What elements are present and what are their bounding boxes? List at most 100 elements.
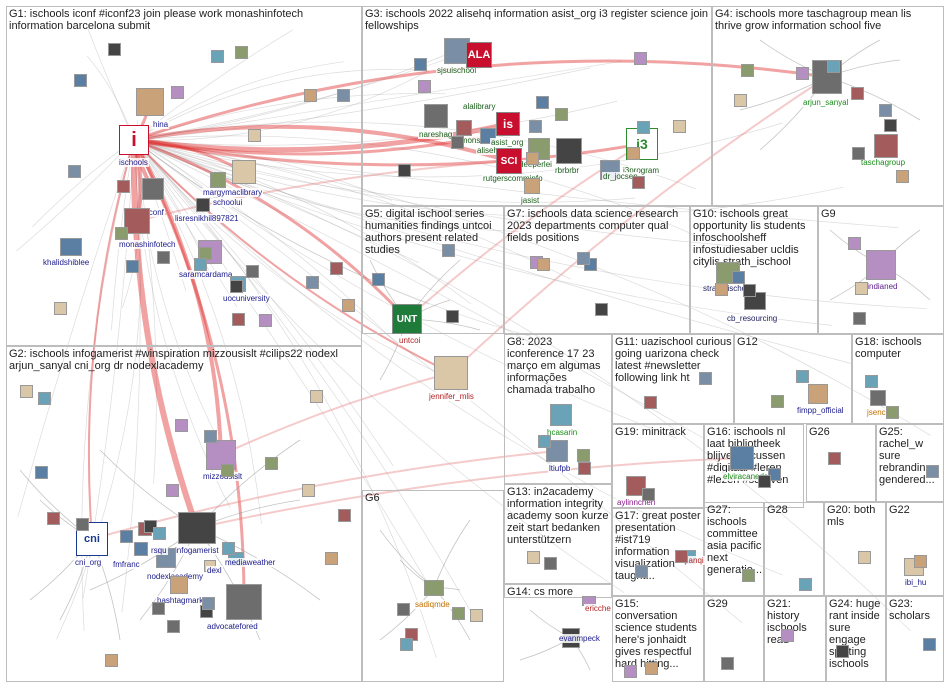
node-thumbnail[interactable] [397, 603, 411, 617]
node-thumbnail[interactable] [535, 95, 549, 109]
node-thumbnail[interactable] [76, 517, 90, 531]
node-thumbnail[interactable] [203, 429, 217, 443]
node-thumbnail[interactable] [627, 146, 641, 160]
node-thumbnail[interactable] [884, 119, 898, 133]
node-logo-alalibrary[interactable]: ALA [466, 42, 492, 68]
node-thumbnail[interactable] [624, 664, 638, 678]
node-thumbnail[interactable] [896, 170, 910, 184]
node-thumbnail[interactable] [577, 251, 591, 265]
node-thumbnail[interactable] [120, 530, 134, 544]
node-avatar-sadiqmde[interactable] [424, 580, 444, 596]
node-thumbnail[interactable] [258, 314, 272, 328]
node-thumbnail[interactable] [248, 129, 262, 143]
node-thumbnail[interactable] [19, 385, 33, 399]
node-thumbnail[interactable] [577, 448, 591, 462]
node-thumbnail[interactable] [699, 371, 713, 385]
node-thumbnail[interactable] [337, 88, 351, 102]
node-thumbnail[interactable] [445, 310, 459, 324]
node-thumbnail[interactable] [222, 541, 236, 555]
node-thumbnail[interactable] [644, 395, 658, 409]
node-thumbnail[interactable] [672, 119, 686, 133]
node-avatar-monashinfotech[interactable] [124, 208, 150, 234]
node-thumbnail[interactable] [265, 456, 279, 470]
node-thumbnail[interactable] [851, 146, 865, 160]
node-thumbnail[interactable] [850, 87, 864, 101]
node-thumbnail[interactable] [847, 236, 861, 250]
node-thumbnail[interactable] [202, 597, 216, 611]
node-thumbnail[interactable] [642, 488, 656, 502]
node-thumbnail[interactable] [799, 577, 813, 591]
node-thumbnail[interactable] [37, 392, 51, 406]
node-thumbnail[interactable] [245, 265, 259, 279]
node-thumbnail[interactable] [742, 284, 756, 298]
node-thumbnail[interactable] [166, 483, 180, 497]
node-logo-rutgerscomminfo[interactable]: SCI [496, 148, 522, 174]
node-logo-asist-org[interactable]: is [496, 112, 520, 136]
node-thumbnail[interactable] [153, 527, 167, 541]
node-thumbnail[interactable] [302, 483, 316, 497]
node-thumbnail[interactable] [170, 86, 184, 100]
node-avatar-fmfranc[interactable] [134, 542, 148, 556]
node-thumbnail[interactable] [632, 175, 646, 189]
node-logo-ischools[interactable]: i [119, 125, 149, 155]
node-thumbnail[interactable] [527, 551, 541, 565]
node-thumbnail[interactable] [156, 251, 170, 265]
node-thumbnail[interactable] [441, 244, 455, 258]
node-thumbnail[interactable] [74, 73, 88, 87]
node-avatar-fimpp-official[interactable] [808, 384, 828, 404]
node-thumbnail[interactable] [338, 509, 352, 523]
node-avatar-aylinnchen[interactable] [626, 476, 646, 496]
node-thumbnail[interactable] [325, 552, 339, 566]
node-thumbnail[interactable] [303, 89, 317, 103]
node-thumbnail[interactable] [865, 374, 879, 388]
node-thumbnail[interactable] [413, 57, 427, 71]
node-avatar-jennifer-mlis[interactable] [434, 356, 468, 390]
node-thumbnail[interactable] [780, 628, 794, 642]
node-thumbnail[interactable] [828, 452, 842, 466]
node-thumbnail[interactable] [771, 394, 785, 408]
node-thumbnail[interactable] [634, 51, 648, 65]
node-thumbnail[interactable] [733, 94, 747, 108]
node-thumbnail[interactable] [758, 475, 772, 489]
node-thumbnail[interactable] [232, 313, 246, 327]
node-thumbnail[interactable] [235, 46, 249, 59]
node-thumbnail[interactable] [451, 136, 465, 150]
node-thumbnail[interactable] [54, 302, 68, 316]
node-avatar-nareshag[interactable] [424, 104, 448, 128]
node-thumbnail[interactable] [306, 276, 320, 290]
node-thumbnail[interactable] [175, 419, 189, 433]
node-thumbnail[interactable] [855, 282, 869, 296]
node-thumbnail[interactable] [543, 557, 557, 571]
node-avatar-schoolui[interactable] [210, 172, 226, 188]
node-avatar-ltiufpb[interactable] [546, 440, 568, 462]
node-avatar-iconf[interactable] [142, 178, 164, 200]
node-avatar-infogamerist[interactable] [178, 512, 216, 544]
node-thumbnail[interactable] [594, 303, 608, 317]
node-thumbnail[interactable] [537, 258, 551, 272]
node-thumbnail[interactable] [35, 466, 49, 480]
node-avatar-simonsslis[interactable] [456, 120, 472, 136]
node-avatar-margymaclibrary[interactable] [232, 160, 256, 184]
node-thumbnail[interactable] [400, 638, 414, 652]
node-thumbnail[interactable] [528, 119, 542, 133]
node-avatar-hina[interactable] [136, 88, 164, 116]
node-thumbnail[interactable] [675, 550, 688, 564]
node-thumbnail[interactable] [645, 661, 659, 675]
node-thumbnail[interactable] [857, 551, 871, 565]
node-thumbnail[interactable] [397, 164, 411, 178]
node-thumbnail[interactable] [578, 462, 592, 476]
node-thumbnail[interactable] [525, 151, 539, 165]
node-thumbnail[interactable] [372, 272, 386, 286]
node-avatar-taschagroup[interactable] [874, 134, 898, 158]
node-avatar-khalidshiblee[interactable] [60, 238, 82, 256]
node-avatar-elviracaneda[interactable] [730, 446, 754, 470]
node-thumbnail[interactable] [230, 280, 244, 294]
node-thumbnail[interactable] [731, 270, 745, 284]
node-thumbnail[interactable] [768, 467, 782, 481]
node-thumbnail[interactable] [913, 554, 927, 568]
node-thumbnail[interactable] [341, 298, 355, 312]
node-thumbnail[interactable] [714, 282, 728, 296]
node-thumbnail[interactable] [925, 465, 939, 479]
node-avatar-jasist[interactable] [524, 178, 540, 194]
node-thumbnail[interactable] [194, 258, 208, 272]
